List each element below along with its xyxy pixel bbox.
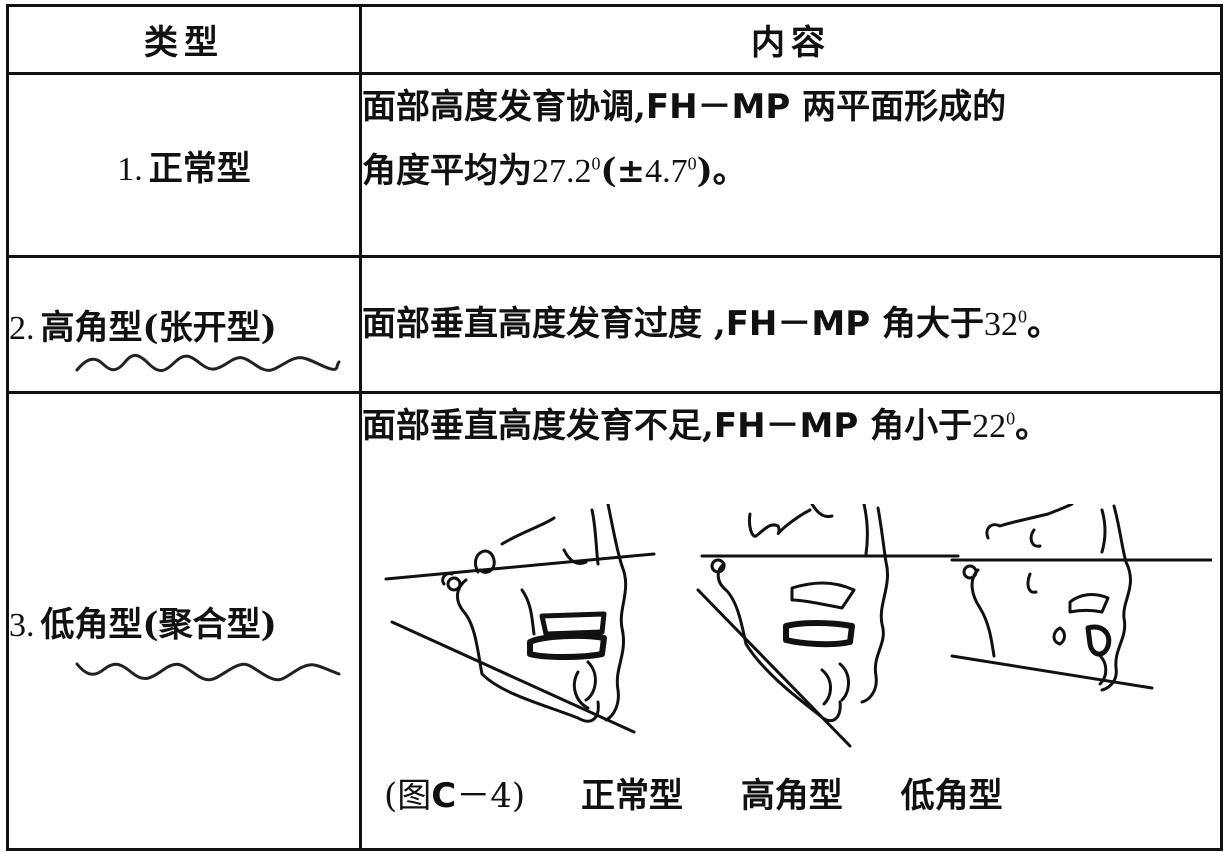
content-cell-normal: 面部高度发育协调,FH－MP 两平面形成的 角度平均为27.20(±4.70)。 [359,72,1223,258]
figure-reference: (图C－4) [384,776,525,816]
header-content-text: 内容 [751,23,831,63]
table-row-normal: 1.正常型 面部高度发育协调,FH－MP 两平面形成的 角度平均为27.20(±… [6,72,1223,258]
content-line: 面部垂直高度发育不足,FH－MP 角小于220。 [362,394,1220,459]
angle-deviation-value: 4.7 [645,153,688,190]
content-cell-low-angle: 面部垂直高度发育不足,FH－MP 角小于220。 [359,391,1223,851]
type-cell-low-angle: 3.低角型(聚合型) [6,391,362,851]
classification-table: 类型 内容 1.正常型 面部高度发育协调,FH－MP 两平面形成的 角度平均为2… [6,4,1223,851]
type-label: 高角型(张开型) [40,308,277,348]
type-cell-normal: 1.正常型 [6,72,362,258]
type-number: 3. [9,606,35,644]
high-angle-face-sketch [696,504,960,748]
content-text: 面部垂直高度发育过度 , [362,304,726,344]
figure-caption: (图C－4) 正常型 高角型 低角型 [384,764,1003,828]
header-type-cell: 类型 [6,4,362,75]
degree-symbol: 0 [687,153,697,174]
figure-ref-text: －4) [456,776,526,816]
degree-symbol: 0 [1017,306,1027,327]
handwritten-underline-icon [75,662,341,682]
figure-ref-text: (图 [384,776,432,816]
table-row-low-angle: 3.低角型(聚合型) 面部垂直高度发育不足,FH－MP 角小于220。 [6,391,1223,851]
caption-label-low-angle: 低角型 [900,776,1003,816]
header-type-text: 类型 [144,23,224,63]
content-text: 角度平均为 [362,151,532,191]
content-text: 两平面形成的 [790,87,1007,127]
degree-symbol: 0 [1006,408,1016,429]
content-text: 面部垂直高度发育不足, [362,406,714,446]
content-text: 角大于 [870,304,984,344]
figure-ref-letter: C [431,776,457,816]
content-line: 面部高度发育协调,FH－MP 两平面形成的 [362,75,1220,139]
content-text: 角小于 [858,406,973,446]
cephalometric-sketches-icon [384,504,1212,748]
caption-label-high-angle: 高角型 [740,776,843,816]
low-angle-face-sketch [950,504,1212,692]
angle-value: 22 [972,408,1007,445]
caption-label-normal: 正常型 [580,776,683,816]
content-text: (± [600,151,646,191]
content-cell-high-angle: 面部垂直高度发育过度 ,FH－MP 角大于320。 [359,255,1223,394]
content-text: 。 [1026,304,1061,344]
normal-face-sketch [384,504,656,734]
table-row-high-angle: 2.高角型(张开型) 面部垂直高度发育过度 ,FH－MP 角大于320。 [6,255,1223,394]
abbreviation-text: FH－MP [713,406,859,446]
abbreviation-text: FH－MP [645,87,791,127]
angle-value: 32 [983,306,1018,343]
handwritten-underline-icon [75,354,341,372]
degree-symbol: 0 [591,153,601,174]
content-text: )。 [696,151,747,191]
content-text: 。 [1015,406,1050,446]
type-cell-high-angle: 2.高角型(张开型) [6,255,362,394]
type-label: 正常型 [148,148,251,189]
angle-value: 27.2 [532,153,592,190]
header-row: 类型 内容 [6,4,1223,75]
type-label: 低角型(聚合型) [40,604,277,645]
type-number: 2. [9,310,35,347]
header-content-cell: 内容 [359,4,1223,75]
cephalometric-figure [382,504,1212,759]
content-text: 面部高度发育协调, [362,87,646,127]
content-line: 角度平均为27.20(±4.70)。 [362,139,1220,204]
abbreviation-text: FH－MP [725,304,871,344]
type-number: 1. [117,150,143,188]
